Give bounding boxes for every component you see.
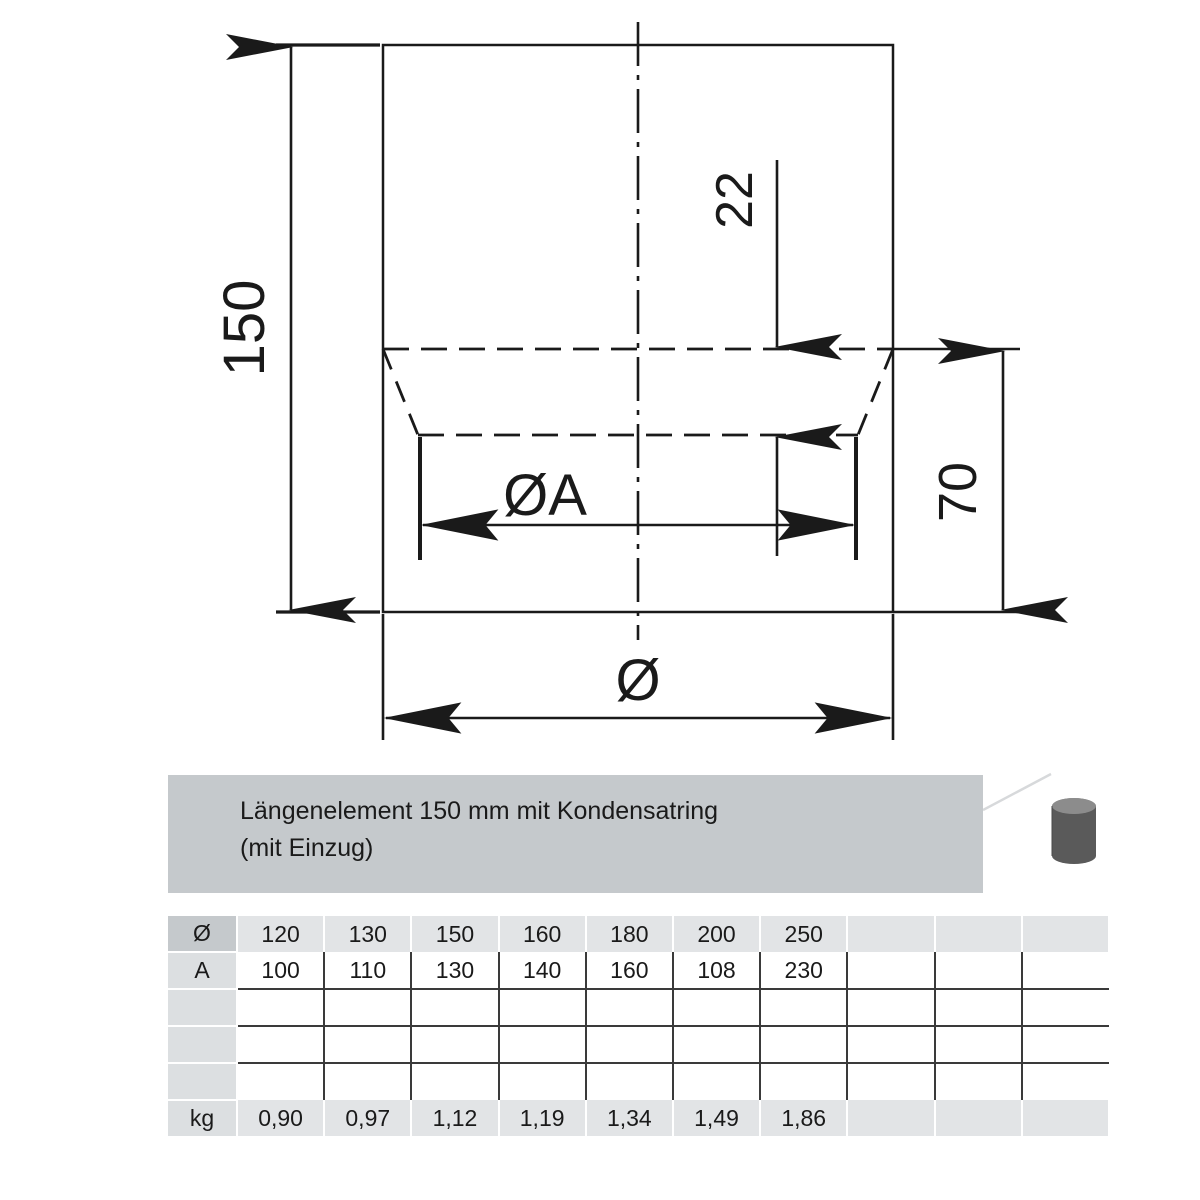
table-cell: 1,86 — [759, 1100, 849, 1136]
pipe-cylinder-thumbnail — [1051, 798, 1096, 864]
table-cell — [237, 989, 325, 1027]
table-cell — [933, 1063, 1022, 1100]
table-cell — [237, 1026, 325, 1064]
table-cell — [1020, 1100, 1110, 1136]
table-cell — [933, 1026, 1022, 1064]
table-cell: 130 — [410, 952, 499, 990]
table-cell — [237, 1063, 325, 1100]
table-cell: 0,90 — [235, 1100, 326, 1136]
dimension-70-label: 70 — [928, 462, 988, 522]
table-cell — [323, 1063, 412, 1100]
table-cell: 1,19 — [497, 1100, 587, 1136]
table-row — [168, 1026, 1109, 1064]
dimension-150: 150 — [212, 34, 380, 623]
technical-drawing: 150 22 70 ØA — [212, 22, 1068, 740]
table-cell — [846, 1026, 935, 1064]
dimension-22-label: 22 — [706, 171, 764, 229]
product-title-bar: Längenelement 150 mm mit Kondensatring (… — [168, 775, 983, 893]
row-label: A — [168, 952, 238, 990]
table-cell: 0,97 — [323, 1100, 413, 1136]
table-cell — [1020, 916, 1110, 952]
table-cell: 1,34 — [584, 1100, 674, 1136]
table-cell: 250 — [759, 916, 849, 952]
dimension-22: 22 — [706, 160, 842, 360]
dimension-outer-diameter: Ø — [381, 614, 895, 740]
table-row: Ø 120 130 150 160 180 200 250 — [168, 916, 1110, 953]
table-cell — [1020, 1026, 1109, 1064]
table-cell — [1020, 989, 1109, 1027]
row-label — [168, 1026, 238, 1064]
table-cell — [846, 1063, 935, 1100]
table-cell: 200 — [671, 916, 762, 952]
table-cell — [584, 1063, 673, 1100]
dimension-inner-diameter-label: ØA — [503, 463, 587, 528]
row-label: kg — [168, 1100, 238, 1136]
table-cell — [584, 1026, 673, 1064]
table-cell — [671, 989, 761, 1027]
table-cell — [933, 916, 1023, 952]
table-cell — [410, 1026, 499, 1064]
table-cell — [933, 989, 1022, 1027]
table-cell: 230 — [759, 952, 848, 990]
table-cell — [671, 1026, 761, 1064]
table-row: kg 0,90 0,97 1,12 1,19 1,34 1,49 1,86 — [168, 1100, 1110, 1136]
table-cell: 160 — [497, 916, 587, 952]
table-cell: 180 — [584, 916, 674, 952]
table-row — [168, 1063, 1109, 1101]
table-cell — [671, 1063, 761, 1100]
table-cell — [323, 989, 412, 1027]
dimension-150-label: 150 — [212, 280, 277, 377]
table-cell — [323, 1026, 412, 1064]
row-label — [168, 989, 238, 1027]
table-cell — [933, 952, 1022, 990]
table-cell — [410, 989, 499, 1027]
table-cell — [759, 1026, 848, 1064]
table-row: A 100 110 130 140 160 108 230 — [168, 952, 1109, 990]
table-cell — [933, 1100, 1023, 1136]
table-cell — [1020, 1063, 1109, 1100]
table-cell — [584, 989, 673, 1027]
table-cell — [1020, 952, 1109, 990]
table-cell: 160 — [584, 952, 673, 990]
table-cell — [846, 916, 936, 952]
table-cell: 120 — [235, 916, 326, 952]
table-cell: 130 — [323, 916, 413, 952]
row-label: Ø — [168, 916, 238, 953]
specification-table: Ø 120 130 150 160 180 200 250 A 100 110 … — [168, 916, 1110, 1136]
table-cell — [846, 989, 935, 1027]
table-cell — [410, 1063, 499, 1100]
dimension-outer-diameter-label: Ø — [615, 648, 660, 713]
table-cell — [497, 1026, 586, 1064]
dimension-inner-diameter: ØA — [418, 437, 858, 560]
specification-table-body: Ø 120 130 150 160 180 200 250 A 100 110 … — [168, 916, 1110, 1136]
table-cell: 108 — [671, 952, 761, 990]
table-cell — [846, 1100, 936, 1136]
table-cell: 110 — [323, 952, 412, 990]
table-cell: 1,12 — [410, 1100, 500, 1136]
table-cell — [846, 952, 935, 990]
product-title-line-2: (mit Einzug) — [240, 834, 374, 862]
dimension-70: 70 — [893, 338, 1068, 623]
row-label — [168, 1063, 238, 1101]
title-accent-line — [983, 772, 1052, 812]
table-cell: 140 — [497, 952, 586, 990]
table-cell — [497, 1063, 586, 1100]
table-row — [168, 989, 1109, 1027]
product-title-line-1: Längenelement 150 mm mit Kondensatring — [240, 797, 719, 825]
table-cell: 1,49 — [671, 1100, 762, 1136]
table-cell: 100 — [237, 952, 325, 990]
table-cell — [497, 989, 586, 1027]
table-cell — [759, 989, 848, 1027]
table-cell: 150 — [410, 916, 500, 952]
table-cell — [759, 1063, 848, 1100]
